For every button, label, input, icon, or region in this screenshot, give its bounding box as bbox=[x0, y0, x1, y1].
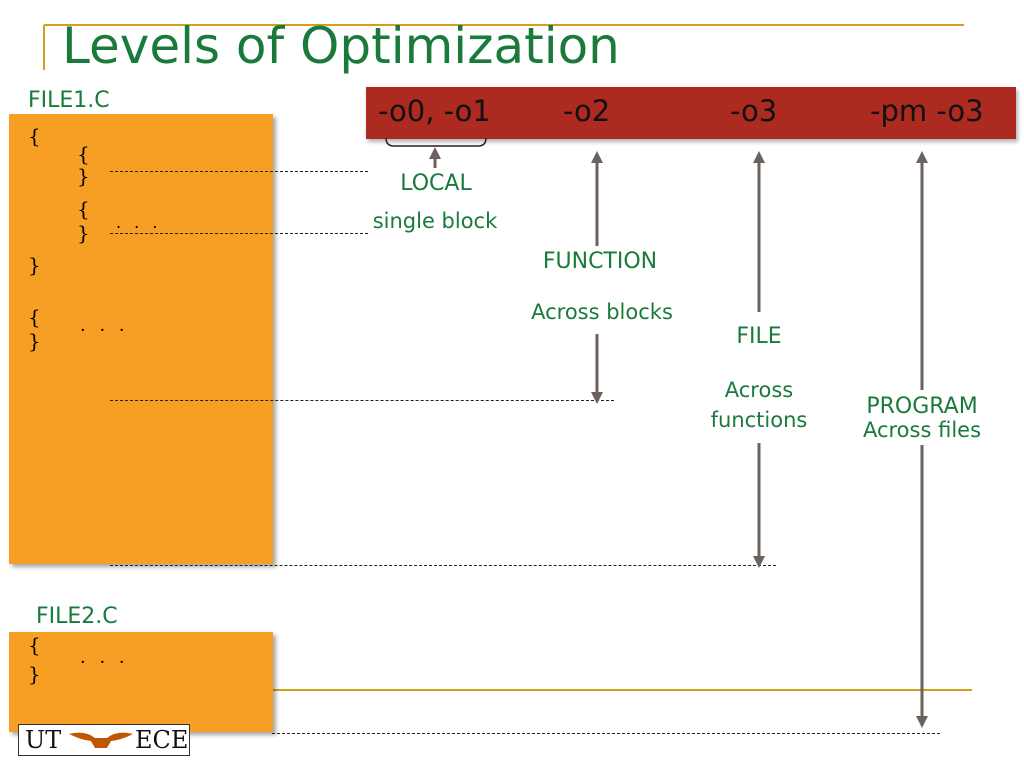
function-boundary-line bbox=[110, 400, 614, 401]
local-brace bbox=[385, 137, 487, 147]
ut-ece-logo: UT ECE bbox=[18, 724, 190, 756]
brace: { bbox=[28, 633, 41, 657]
block-boundary-line bbox=[110, 233, 368, 234]
file2-box bbox=[9, 632, 273, 732]
file1-label: FILE1.C bbox=[28, 88, 110, 113]
logo-ut-text: UT bbox=[25, 726, 62, 754]
local-label: LOCAL bbox=[400, 171, 472, 196]
block-boundary-line bbox=[110, 171, 368, 172]
file-scope-line2: functions bbox=[710, 408, 808, 432]
file-boundary-line bbox=[110, 565, 776, 566]
brace: { bbox=[77, 142, 90, 166]
program-label: PROGRAM bbox=[866, 394, 978, 419]
function-scope: Across blocks bbox=[531, 300, 673, 324]
brace: { bbox=[28, 124, 41, 148]
file-scope-line1: Across bbox=[724, 378, 794, 402]
brace: } bbox=[77, 221, 90, 245]
flag-o3: -o3 bbox=[730, 94, 778, 128]
slide-title: Levels of Optimization bbox=[62, 17, 620, 75]
ellipsis: · · · bbox=[80, 652, 129, 673]
brace: } bbox=[28, 662, 41, 686]
brace: } bbox=[28, 253, 41, 277]
file2-label: FILE2.C bbox=[36, 604, 118, 629]
flag-pm-o3: -pm -o3 bbox=[870, 94, 984, 128]
local-scope: single block bbox=[372, 209, 498, 233]
program-scope: Across files bbox=[862, 418, 982, 442]
ellipsis: · · · bbox=[80, 320, 129, 341]
brace: } bbox=[28, 329, 41, 353]
ellipsis: . . . bbox=[116, 213, 162, 232]
flag-o0-o1: -o0, -o1 bbox=[378, 94, 491, 128]
optimization-flags-bar bbox=[366, 87, 1016, 139]
function-label: FUNCTION bbox=[542, 249, 658, 274]
brace: { bbox=[28, 305, 41, 329]
longhorn-icon bbox=[69, 732, 133, 748]
file-label: FILE bbox=[736, 324, 782, 349]
brace: } bbox=[77, 164, 90, 188]
flag-o2: -o2 bbox=[563, 94, 611, 128]
logo-ece-text: ECE bbox=[135, 726, 189, 754]
brace: { bbox=[77, 197, 90, 221]
program-boundary-line bbox=[272, 733, 940, 734]
file1-box bbox=[9, 114, 273, 564]
